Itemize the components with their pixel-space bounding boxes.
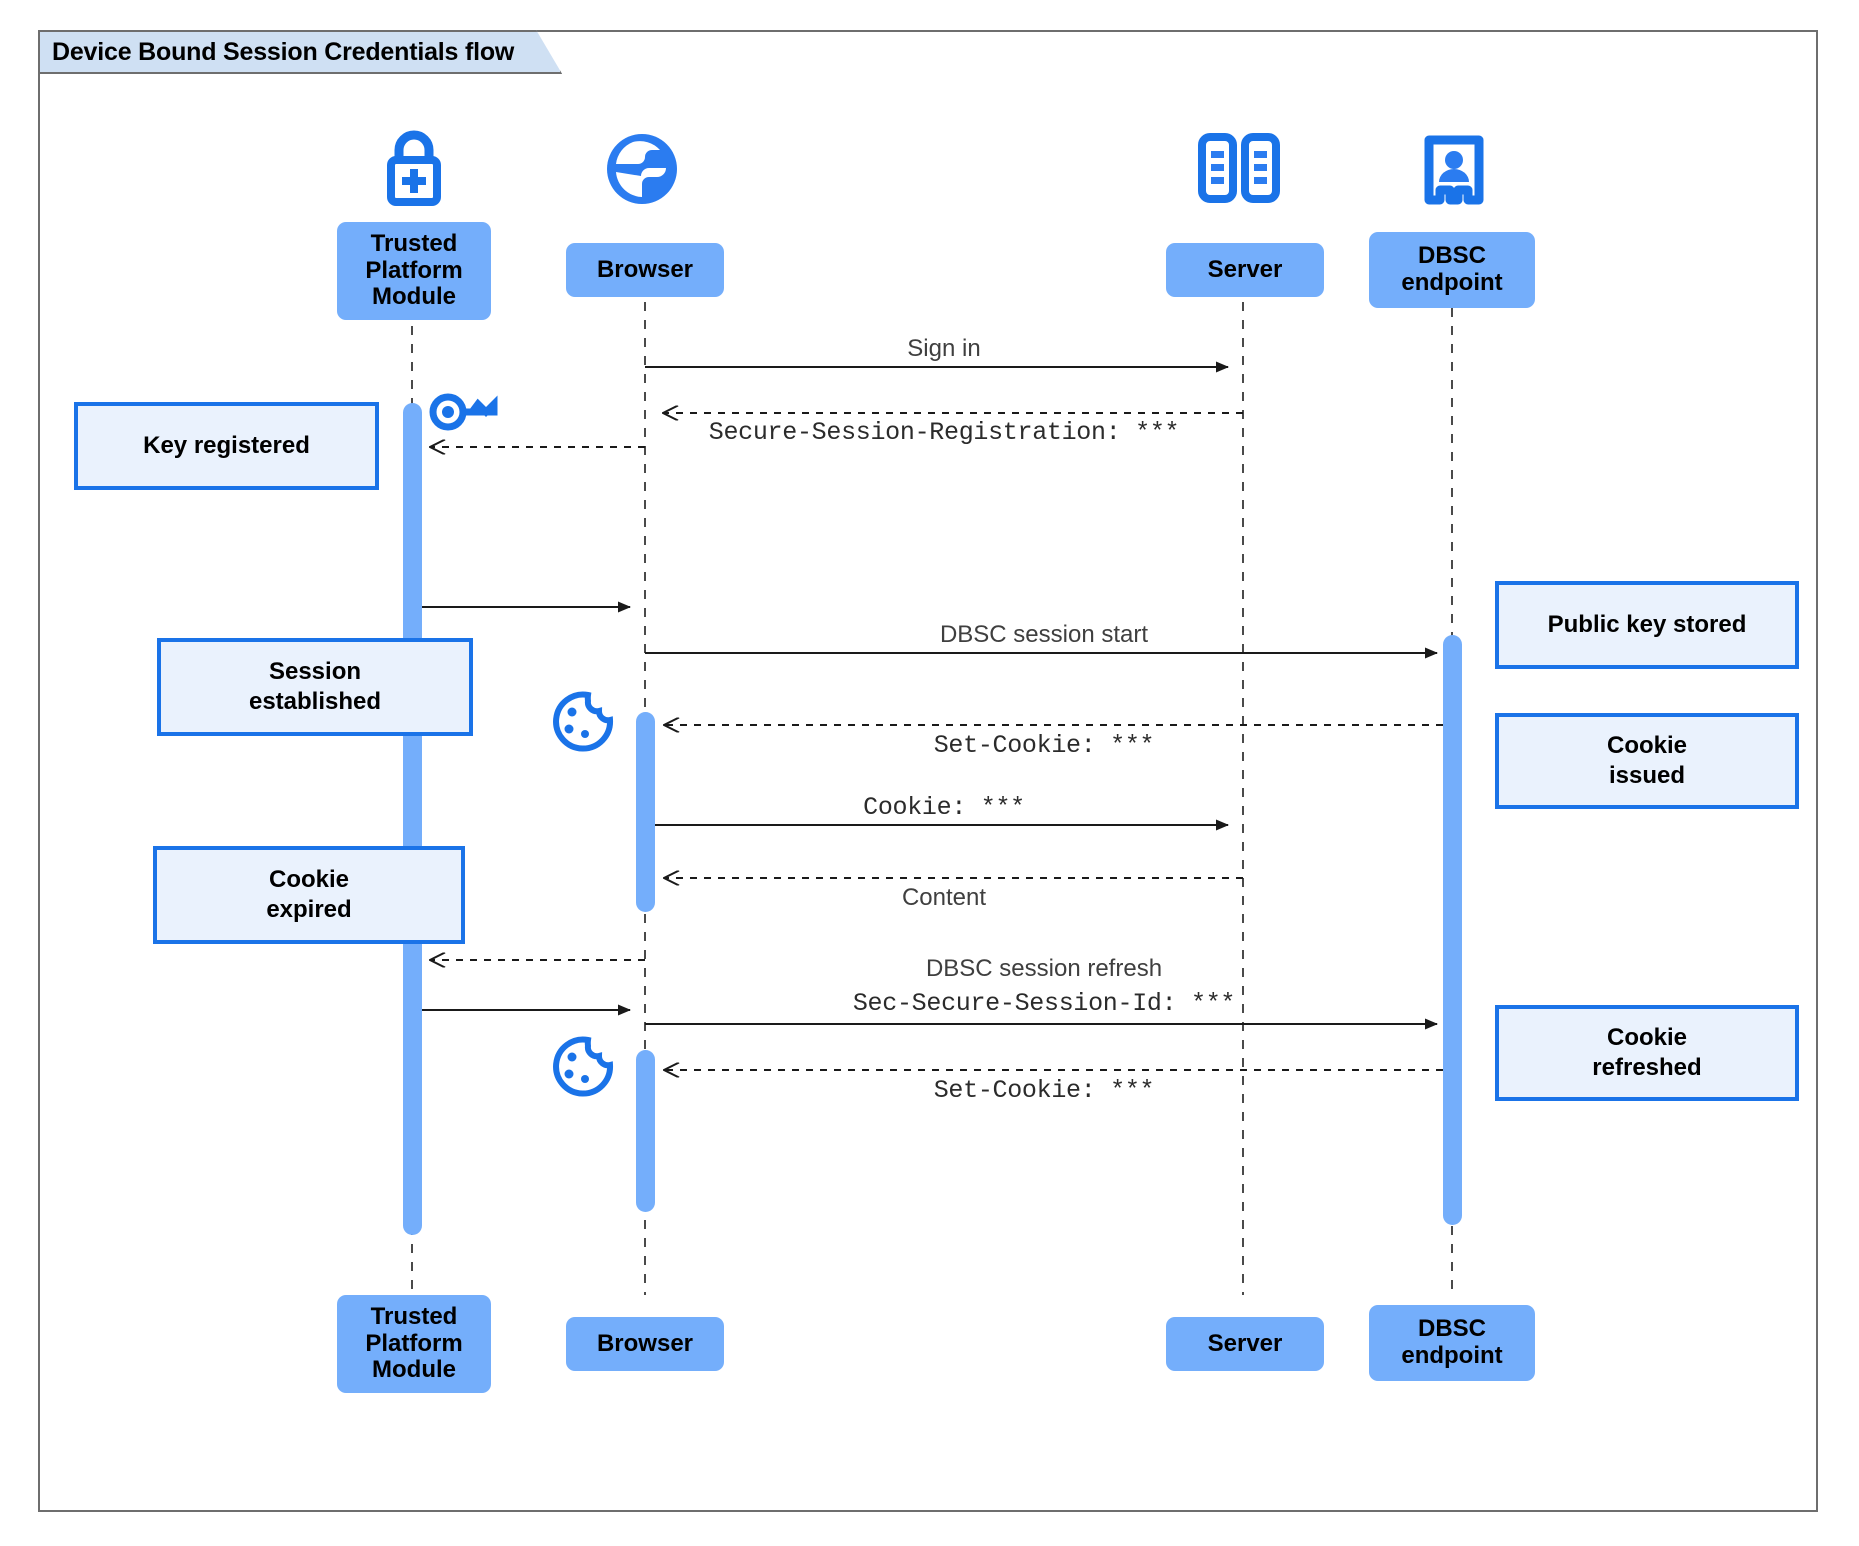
page-title: Device Bound Session Credentials flow bbox=[52, 37, 515, 66]
note-text: Key registered bbox=[143, 432, 310, 459]
padlock-plus-icon bbox=[387, 130, 441, 206]
note-cookie-issued: Cookie issued bbox=[1495, 713, 1799, 809]
activation-bar-browser-1 bbox=[636, 712, 655, 912]
message-label-cookie-request: Cookie: *** bbox=[863, 793, 1025, 822]
participant-dbsc-top[interactable]: DBSC endpoint bbox=[1369, 232, 1535, 308]
participant-label-line-1: Trusted bbox=[370, 1302, 458, 1330]
participant-dbsc-bottom[interactable]: DBSC endpoint bbox=[1369, 1305, 1535, 1381]
note-cookie-refreshed: Cookie refreshed bbox=[1495, 1005, 1799, 1101]
message-label-dbsc-session-start: DBSC session start bbox=[939, 621, 1149, 648]
participant-server-top[interactable]: Server bbox=[1166, 243, 1324, 297]
participant-label-line-2: Platform bbox=[365, 256, 463, 284]
message-label-content: Content bbox=[901, 884, 987, 911]
globe-icon bbox=[607, 134, 677, 204]
message-label-dbsc-session-refresh: DBSC session refresh bbox=[925, 955, 1163, 982]
message-label-set-cookie-2: Set-Cookie: *** bbox=[933, 1076, 1155, 1105]
server-rack-icon bbox=[1198, 133, 1280, 203]
participant-label-line-2: Platform bbox=[365, 1329, 463, 1357]
participant-server-bottom[interactable]: Server bbox=[1166, 1317, 1324, 1371]
participant-browser-top[interactable]: Browser bbox=[566, 243, 724, 297]
note-cookie-expired: Cookie expired bbox=[153, 846, 465, 944]
participant-label: Server bbox=[1207, 1329, 1283, 1357]
note-text: Public key stored bbox=[1547, 611, 1747, 638]
participant-label: Server bbox=[1207, 255, 1283, 283]
activation-bar-dbsc bbox=[1443, 635, 1462, 1225]
diagram-title-tab: Device Bound Session Credentials flow bbox=[38, 30, 562, 74]
note-text-line-1: Cookie bbox=[1606, 732, 1687, 759]
activation-bar-browser-2 bbox=[636, 1050, 655, 1212]
participant-label-line-1: DBSC bbox=[1417, 242, 1486, 270]
note-text-line-2: issued bbox=[1608, 762, 1686, 789]
activation-bar-tpm bbox=[403, 403, 422, 1235]
message-label-sec-secure-session-id: Sec-Secure-Session-Id: *** bbox=[852, 989, 1236, 1018]
note-text-line-1: Cookie bbox=[268, 866, 349, 893]
note-text-line-1: Session bbox=[268, 658, 362, 685]
key-icon bbox=[429, 393, 498, 431]
note-text-line-2: established bbox=[248, 688, 382, 715]
note-text-line-2: expired bbox=[266, 896, 352, 923]
participant-label: Browser bbox=[596, 255, 694, 283]
participant-label-line-1: DBSC bbox=[1417, 1315, 1486, 1343]
note-key-registered: Key registered bbox=[74, 402, 379, 490]
cookie-icon bbox=[553, 1036, 614, 1097]
participant-label-line-3: Module bbox=[372, 1356, 456, 1384]
participant-label-line-2: endpoint bbox=[1401, 269, 1503, 296]
note-text-line-1: Cookie bbox=[1606, 1024, 1687, 1051]
note-session-established: Session established bbox=[157, 638, 473, 736]
note-text-line-2: refreshed bbox=[1592, 1054, 1702, 1081]
message-label-secure-session-registration: Secure-Session-Registration: *** bbox=[708, 418, 1180, 447]
participant-label: Browser bbox=[596, 1329, 694, 1357]
cookie-icon bbox=[553, 691, 614, 752]
note-public-key-stored: Public key stored bbox=[1495, 581, 1799, 669]
participant-browser-bottom[interactable]: Browser bbox=[566, 1317, 724, 1371]
participant-label-line-2: endpoint bbox=[1401, 1342, 1503, 1369]
message-label-set-cookie-1: Set-Cookie: *** bbox=[933, 731, 1155, 760]
participant-label-line-3: Module bbox=[372, 283, 456, 311]
id-badge-icon bbox=[1424, 135, 1484, 205]
participant-tpm-top[interactable]: Trusted Platform Module bbox=[337, 222, 491, 320]
message-label-sign-in: Sign in bbox=[907, 335, 981, 362]
participant-label-line-1: Trusted bbox=[370, 229, 458, 257]
participant-tpm-bottom[interactable]: Trusted Platform Module bbox=[337, 1295, 491, 1393]
